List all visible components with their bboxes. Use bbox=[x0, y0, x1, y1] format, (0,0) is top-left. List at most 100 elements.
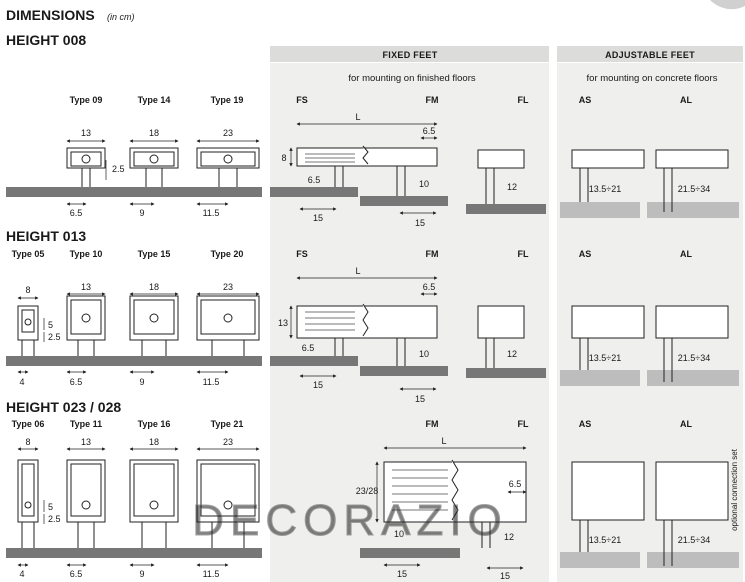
dimension-label: 11.5 bbox=[203, 377, 220, 387]
convector-side-view-adjustable bbox=[571, 461, 729, 566]
dimension-label: 4 bbox=[19, 569, 24, 579]
convector-side-view-fl bbox=[477, 149, 525, 204]
adjustable-feet-subtitle: for mounting on concrete floors bbox=[587, 73, 718, 84]
row-heading: HEIGHT 023 / 028 bbox=[6, 399, 121, 415]
dimension-label: 8 bbox=[281, 153, 286, 163]
dimension-label: 9 bbox=[139, 377, 144, 387]
dimension-label: 15 bbox=[500, 571, 510, 581]
convector-side-view-fs-fm bbox=[296, 145, 438, 196]
type-label: Type 10 bbox=[70, 249, 103, 259]
column-label: AS bbox=[579, 249, 592, 259]
convector-cross-section bbox=[129, 295, 179, 356]
dimension-label: 11.5 bbox=[203, 208, 220, 218]
fixed-feet-header-bar bbox=[270, 46, 549, 62]
dimension-label: 15 bbox=[313, 213, 323, 223]
floor-band bbox=[466, 368, 546, 378]
dimension-label: 23 bbox=[223, 437, 233, 447]
dimension-label: 2.5 bbox=[48, 332, 61, 342]
convector-side-view-adjustable bbox=[571, 149, 729, 212]
concrete-floor bbox=[647, 552, 739, 568]
convector-cross-section bbox=[66, 295, 106, 356]
dimension-label: 6.5 bbox=[509, 479, 522, 489]
dimension-label: 13 bbox=[81, 437, 91, 447]
concrete-floor bbox=[560, 552, 640, 568]
dimension-label: 10 bbox=[419, 179, 429, 189]
convector-cross-section bbox=[66, 459, 106, 548]
dimension-label: 6.5 bbox=[70, 569, 83, 579]
floor-band bbox=[360, 548, 460, 558]
optional-connection-note: optional connection set bbox=[730, 448, 739, 531]
dimension-label: 12 bbox=[507, 182, 517, 192]
dimension-label: 6.5 bbox=[302, 343, 315, 353]
row-heading: HEIGHT 008 bbox=[6, 32, 86, 48]
column-label: FL bbox=[518, 249, 529, 259]
convector-cross-section bbox=[66, 147, 106, 187]
column-label: FS bbox=[296, 95, 308, 105]
type-label: Type 16 bbox=[138, 419, 171, 429]
column-label: FL bbox=[518, 419, 529, 429]
floor-band bbox=[270, 356, 358, 366]
type-label: Type 09 bbox=[70, 95, 103, 105]
dimension-label: 2.5 bbox=[112, 164, 125, 174]
type-label: Type 11 bbox=[70, 419, 102, 429]
dimension-label: 11.5 bbox=[203, 569, 220, 579]
dimension-label: 18 bbox=[149, 128, 159, 138]
dimension-label: 18 bbox=[149, 437, 159, 447]
convector-side-view-fm bbox=[383, 459, 527, 548]
dimension-label: 15 bbox=[415, 218, 425, 228]
dimension-label: L bbox=[355, 266, 360, 276]
type-label: Type 15 bbox=[138, 249, 171, 259]
dimension-label: 8 bbox=[25, 437, 30, 447]
concrete-floor bbox=[647, 370, 739, 386]
adjustable-feet-title: ADJUSTABLE FEET bbox=[605, 50, 695, 60]
fixed-feet-subtitle: for mounting on finished floors bbox=[348, 73, 476, 84]
convector-cross-section bbox=[129, 459, 179, 548]
convector-cross-section bbox=[196, 295, 260, 356]
dimension-label: 12 bbox=[507, 349, 517, 359]
dimension-label: L bbox=[441, 436, 446, 446]
row-heading: HEIGHT 013 bbox=[6, 228, 86, 244]
column-label: AL bbox=[680, 419, 692, 429]
dimension-label: 15 bbox=[397, 569, 407, 579]
concrete-floor bbox=[647, 202, 739, 218]
dimension-label: 23 bbox=[223, 128, 233, 138]
floor-band bbox=[270, 187, 358, 197]
floor-band bbox=[6, 187, 262, 197]
fixed-feet-title: FIXED FEET bbox=[382, 50, 437, 60]
column-label: AS bbox=[579, 419, 592, 429]
adjustable-feet-header-bar bbox=[557, 46, 743, 62]
dimension-label: 13 bbox=[81, 128, 91, 138]
type-label: Type 06 bbox=[12, 419, 45, 429]
floor-band bbox=[360, 366, 448, 376]
column-label: FS bbox=[296, 249, 308, 259]
dimension-label: 2.5 bbox=[48, 514, 61, 524]
dimension-label: 6.5 bbox=[70, 377, 83, 387]
dimension-label: 23/28 bbox=[356, 486, 379, 496]
floor-band bbox=[466, 204, 546, 214]
dimension-label: 10 bbox=[419, 349, 429, 359]
dimension-label: 5 bbox=[48, 502, 53, 512]
column-label: AL bbox=[680, 249, 692, 259]
dimension-label: 21.5÷34 bbox=[678, 184, 710, 194]
dimension-label: L bbox=[355, 112, 360, 122]
convector-side-view-adjustable bbox=[571, 305, 729, 382]
dimension-label: 9 bbox=[139, 569, 144, 579]
convector-cross-section bbox=[196, 459, 260, 548]
dimension-label: 10 bbox=[394, 529, 404, 539]
type-label: Type 19 bbox=[211, 95, 244, 105]
convector-side-view-fs-fm bbox=[296, 303, 438, 366]
floor-band bbox=[360, 196, 448, 206]
dimension-label: 13.5÷21 bbox=[589, 535, 621, 545]
dimension-label: 13.5÷21 bbox=[589, 184, 621, 194]
dimension-label: 21.5÷34 bbox=[678, 535, 710, 545]
dimension-label: 6.5 bbox=[423, 126, 436, 136]
dimension-label: 13.5÷21 bbox=[589, 353, 621, 363]
dimension-label: 15 bbox=[313, 380, 323, 390]
dimension-label: 18 bbox=[149, 282, 159, 292]
dimension-label: 9 bbox=[139, 208, 144, 218]
dimension-label: 5 bbox=[48, 320, 53, 330]
type-label: Type 20 bbox=[211, 249, 244, 259]
floor-band bbox=[6, 548, 262, 558]
dimension-label: 21.5÷34 bbox=[678, 353, 710, 363]
